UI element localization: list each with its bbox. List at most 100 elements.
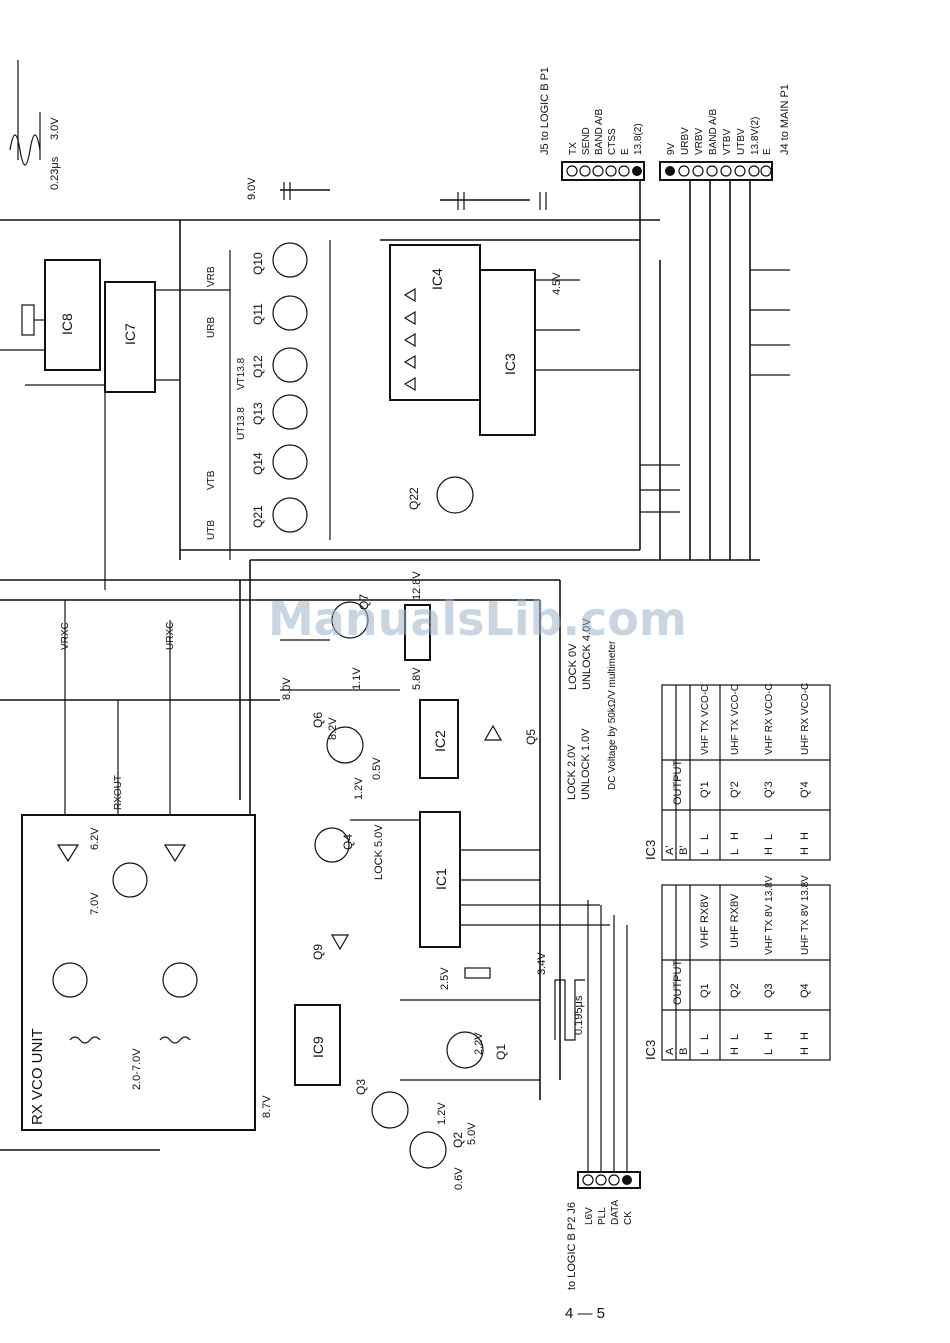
table-ab-r1-b: L	[699, 1034, 711, 1040]
table-ab-r1-out: VHF RX8V	[699, 894, 711, 948]
label-q3-pll: Q3	[354, 1079, 368, 1095]
table-abp-h-b: B'	[678, 846, 690, 855]
table-ab-h-output: OUTPUT	[672, 960, 684, 1006]
voltage-1-1: 1.1V	[351, 667, 363, 690]
waveform-top: 3.0V 0.23μs	[9, 60, 61, 190]
j6-pin-ck: CK	[623, 1211, 634, 1225]
label-q13: Q14	[251, 452, 265, 475]
net-urb: URB	[206, 317, 217, 338]
table-ab-r4-q: Q4	[799, 983, 811, 998]
label-q5-upper: Q5	[524, 729, 538, 745]
waveform-bottom-amp: 3.4V	[536, 952, 548, 975]
label-q2-pll: Q2	[451, 1132, 465, 1148]
waveform-top-amp: 3.0V	[49, 117, 61, 140]
voltage-8-2: 8.2V	[327, 717, 339, 740]
table-abp-r3-q: Q'3	[763, 781, 775, 798]
table-ab-r3-a: L	[763, 1049, 775, 1055]
table-abp-h-a: A'	[664, 846, 676, 855]
ic8-block: IC8	[0, 259, 120, 386]
ic7-block: IC7	[104, 281, 230, 590]
voltage-rxvco-range: 2.0-7.0V	[131, 1048, 143, 1090]
j5-title: J5 to LOGIC B P1	[539, 67, 551, 155]
j5-pin-13-8: 13.8(2)	[633, 123, 644, 155]
table-ab-r1-a: L	[699, 1049, 711, 1055]
label-q9: Q10	[251, 252, 265, 275]
net-rxout: RXOUT	[113, 775, 124, 810]
j4-title: J4 to MAIN P1	[779, 84, 791, 155]
voltage-4-5: 4.5V	[551, 272, 563, 295]
voltage-0-5: 0.5V	[371, 757, 383, 780]
lock-detector: 12.8V 5.8V LOCK 0V UNLOCK 4.0V Q5	[404, 571, 593, 745]
j4-pin-e: E	[762, 148, 773, 155]
ic7-label: IC7	[122, 323, 138, 345]
j4-pin-13-8v: 13.8V(2)	[750, 117, 761, 155]
label-q14: Q21	[251, 505, 265, 528]
table-ab-h-a: A	[664, 1047, 676, 1055]
voltage-2-2: 2.2V	[473, 1032, 485, 1055]
ic2-stage: IC2 Q6 8.2V 1.2V 0.5V LOCK 2.0V UNLOCK 1…	[311, 640, 618, 800]
label-q22: Q22	[407, 487, 421, 510]
net-ut13-8: UT13.8	[236, 407, 247, 440]
net-vrb: VRB	[206, 266, 217, 287]
table-ab-h-b: B	[678, 1048, 690, 1055]
label-q12: Q13	[251, 402, 265, 425]
net-vrxc: VRXC	[60, 622, 71, 650]
top-decoupling: 9.0V	[246, 177, 547, 210]
table-abp-r2-b: H	[729, 832, 741, 840]
voltage-6-2: 6.2V	[89, 827, 101, 850]
voltage-0-6: 0.6V	[453, 1167, 465, 1190]
table-abp-r1-out: VHF TX VCO-C	[700, 685, 711, 755]
table-ab-r3-q: Q3	[763, 983, 775, 998]
table-ab-r2-a: H	[729, 1047, 741, 1055]
j6-pin-l6v: L6V	[584, 1207, 595, 1225]
j5-pin-tx: TX	[568, 142, 579, 155]
voltage-8-7: 8.7V	[261, 1095, 273, 1118]
net-utb: UTB	[206, 520, 217, 540]
dc-voltage-note: DC Voltage by 50kΩ/V multimeter	[607, 640, 618, 790]
lock-c: LOCK 5.0V	[373, 824, 385, 880]
j4-pin-urbv: URBV	[680, 127, 691, 155]
label-q1-pll: Q1	[494, 1044, 508, 1060]
voltage-8-0: 8.0V	[281, 677, 293, 700]
waveform-top-period: 0.23μs	[49, 156, 61, 190]
j5-pin-band: BAND A/B	[594, 109, 605, 155]
table-ab-r4-b: H	[799, 1032, 811, 1040]
connector-j5: J5 to LOGIC B P1 TX SEND BAND A/B CTSS E…	[539, 67, 645, 181]
voltage-2-5: 2.5V	[439, 967, 451, 990]
ic4-label: IC4	[429, 268, 445, 290]
table-ab-r4-a: H	[799, 1047, 811, 1055]
table-abp-r3-out: VHF RX VCO-C	[764, 683, 775, 755]
rx-vco-unit: RX VCO UNIT VRXC URXC RXOUT 6.2V 7.0V 2.…	[21, 600, 256, 1131]
voltage-7-0: 7.0V	[89, 892, 101, 915]
label-q11: Q12	[251, 355, 265, 378]
j6-pin-data: DATA	[610, 1199, 621, 1225]
j6-title: to LOGIC B P2 J6	[566, 1202, 578, 1290]
ic9-label: IC9	[310, 1036, 326, 1058]
lock-a: LOCK 0V	[567, 643, 579, 690]
table-abp-h-output: OUTPUT	[672, 760, 684, 806]
label-q21: Q9	[311, 944, 325, 960]
voltage-1-2-b: 1.2V	[436, 1102, 448, 1125]
voltage-9v: 9.0V	[246, 177, 258, 200]
connector-j6: to LOGIC B P2 J6 L6V PLL DATA CK	[566, 900, 641, 1290]
table-ab-r3-b: H	[763, 1032, 775, 1040]
waveform-bottom-period: 0.195μs	[573, 995, 585, 1035]
table-abp-r2-out: UHF TX VCO-C	[730, 684, 741, 755]
j4-pin-vtbv: VTBV	[722, 129, 733, 155]
table-abp-title: IC3	[643, 840, 658, 860]
table-abp-r2-q: Q'2	[729, 781, 741, 798]
table-ab-r1-q: Q1	[699, 983, 711, 998]
voltage-12-8: 12.8V	[411, 571, 423, 600]
label-q7: Q7	[357, 594, 371, 610]
waveform-bottom: 3.4V 0.195μs	[536, 952, 585, 1041]
table-abp-r4-out: UHF RX VCO-C	[800, 683, 811, 755]
q7-stage: Q7 8.0V 1.1V	[280, 594, 400, 700]
j4-decoupling	[640, 269, 790, 513]
switch-transistors: Q10 Q11 Q12 Q13 Q14 Q21 VRB URB VT13.8 U…	[206, 240, 331, 560]
rx-vco-unit-label: RX VCO UNIT	[29, 1028, 46, 1125]
connector-j4: 9V URBV VRBV BAND A/B VTBV UTBV 13.8V(2)…	[659, 84, 791, 181]
label-q6: Q6	[311, 712, 325, 728]
j4-pin-9v: 9V	[666, 142, 677, 155]
table-abp-r1-a: L	[699, 849, 711, 855]
